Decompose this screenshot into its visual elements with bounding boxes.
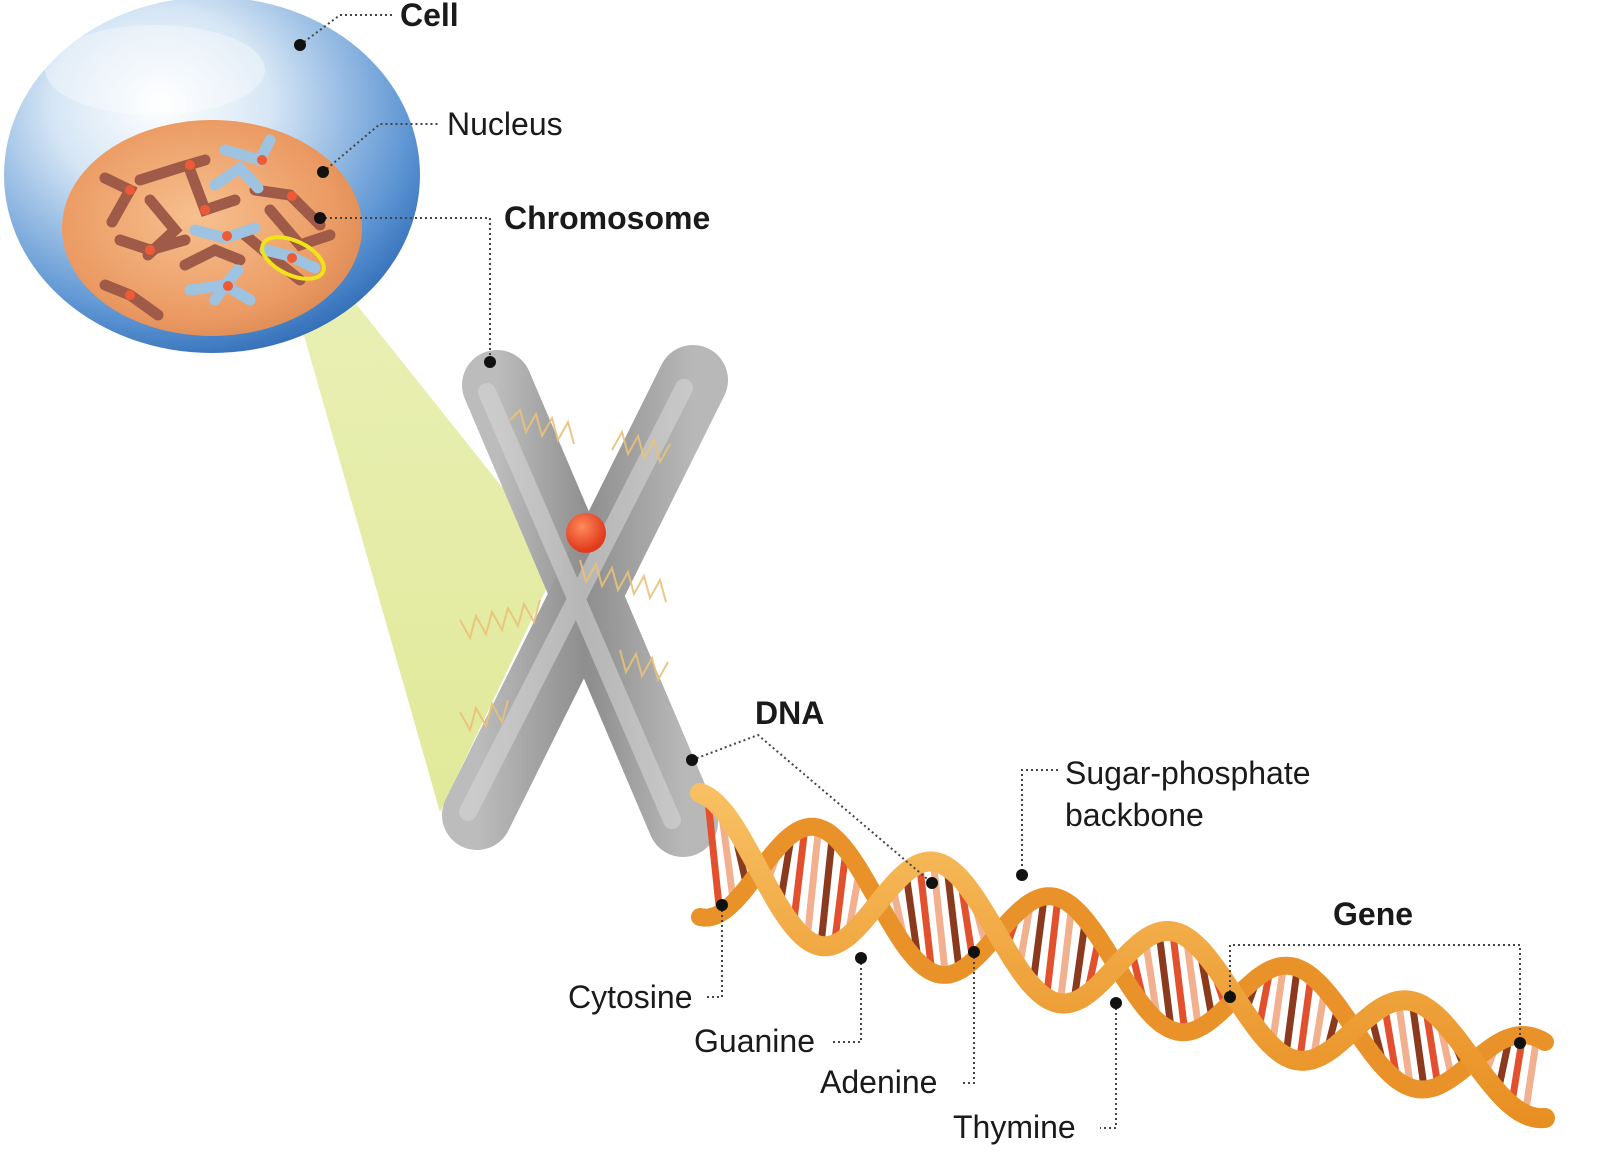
base-pair-rung — [1183, 941, 1203, 1032]
base-pair-rung — [1155, 930, 1175, 1027]
base-pair-rung — [1394, 999, 1414, 1086]
nucleus-centromeres — [125, 155, 297, 300]
leader-lines — [294, 14, 1526, 1129]
helix-strand-back — [691, 817, 1554, 1099]
label-chromosome: Chromosome — [504, 200, 710, 236]
base-pair-rung — [1169, 932, 1189, 1033]
label-backbone-line1: Sugar-phosphate — [1065, 755, 1311, 791]
label-gene: Gene — [1333, 896, 1413, 932]
base-pair-rung — [1521, 1035, 1541, 1118]
dna-helix — [690, 783, 1555, 1129]
base-pair-rung — [704, 800, 724, 917]
base-pair-rung — [803, 826, 823, 944]
base-pair-rung — [817, 830, 837, 947]
chromosome — [442, 345, 728, 857]
base-pair-rung — [1056, 901, 1076, 1004]
base-pair-rung — [944, 871, 963, 974]
label-cytosine: Cytosine — [568, 979, 693, 1015]
helix-strand-front — [690, 783, 1555, 1129]
label-thymine: Thymine — [953, 1109, 1076, 1145]
base-pair-rung — [1282, 965, 1301, 1060]
label-adenine: Adenine — [820, 1064, 937, 1100]
labels: Cell Nucleus Chromosome DNA Sugar-phosph… — [400, 0, 1413, 1145]
label-dna: DNA — [755, 695, 824, 731]
base-pair-rung — [1422, 1011, 1442, 1089]
nucleus — [62, 120, 362, 336]
label-backbone-line2: backbone — [1065, 797, 1204, 833]
label-cell: Cell — [400, 0, 459, 33]
selected-chromosome-highlight — [260, 235, 326, 281]
label-guanine: Guanine — [694, 1023, 815, 1059]
base-pair-rung — [1408, 1002, 1428, 1090]
base-pair-rung — [1296, 971, 1316, 1062]
label-nucleus: Nucleus — [447, 106, 563, 142]
centromere — [566, 513, 606, 553]
base-pair-rung — [1042, 896, 1062, 1002]
zoom-cone — [283, 256, 560, 812]
base-pair-rung — [915, 861, 935, 969]
